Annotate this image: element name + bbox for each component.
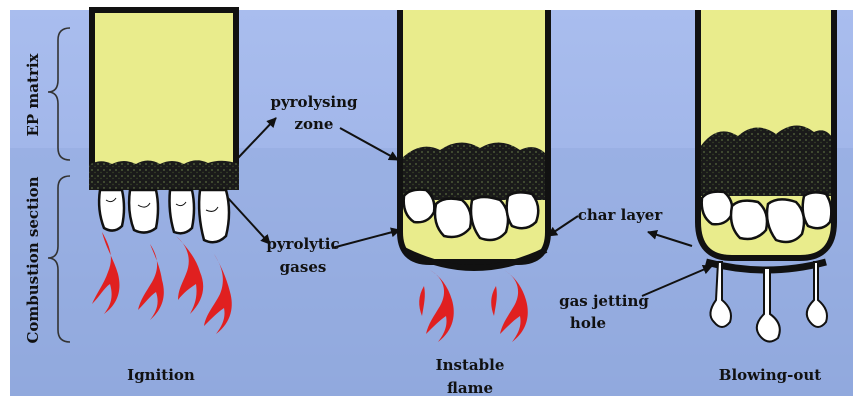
char-layer-label: char layer: [578, 206, 664, 224]
blowing-out-char-dome: [698, 125, 834, 196]
ignition-char-layer: [89, 160, 239, 190]
instable-sample: [400, 10, 548, 268]
gas-jetting-label-line1: gas jetting: [559, 292, 649, 310]
gas-jetting-label-line2: hole: [570, 314, 606, 332]
pyrolytic-gases-label-line2: gases: [280, 258, 327, 276]
pyrolysing-zone-label-line1: pyrolysing: [270, 93, 358, 111]
instable-flame-label-line1: Instable: [436, 356, 505, 374]
pyrolysing-zone-label-line2: zone: [295, 115, 334, 133]
combustion-section-label: Combustion section: [24, 176, 42, 343]
pyrolytic-gases-label-line1: pyrolytic: [266, 235, 339, 253]
blowing-out-stage-label: Blowing-out: [719, 366, 822, 384]
ignition-stage-label: Ignition: [127, 366, 195, 384]
ep-matrix-label: EP matrix: [24, 52, 42, 136]
blowing-out-sample: [698, 10, 834, 270]
instable-flame-label-line2: flame: [447, 379, 493, 397]
